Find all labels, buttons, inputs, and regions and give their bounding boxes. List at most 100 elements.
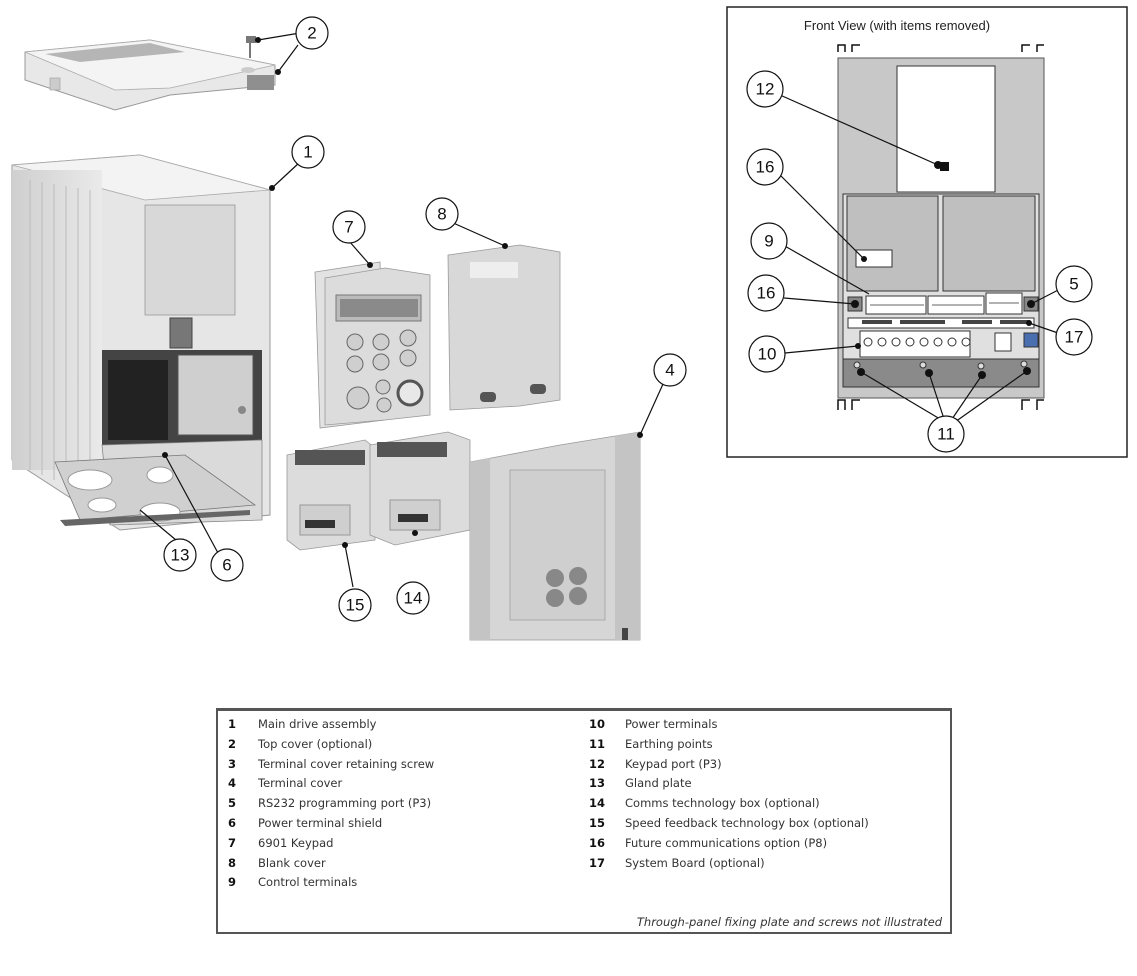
- legend-number: 17: [589, 855, 606, 870]
- callout-5: 5: [1055, 265, 1093, 303]
- callout-17: 17: [1055, 318, 1093, 356]
- terminal-cover: [469, 431, 641, 641]
- legend-label: Gland plate: [625, 776, 692, 791]
- legend-label: Main drive assembly: [258, 717, 377, 731]
- mounting-tabs: [837, 44, 1044, 410]
- legend-label: Power terminals: [625, 717, 718, 731]
- svg-text:16: 16: [757, 284, 776, 303]
- legend-item: 16 Future communications option (P8): [589, 834, 949, 854]
- svg-text:12: 12: [756, 80, 775, 99]
- svg-text:11: 11: [937, 425, 955, 444]
- legend-item: 17 System Board (optional): [589, 854, 949, 874]
- callout-2: 2: [295, 16, 329, 50]
- callout-16-upper: 16: [746, 148, 784, 186]
- legend-label: Earthing points: [625, 736, 713, 751]
- legend-item: 13 Gland plate: [589, 774, 949, 794]
- legend-number: 8: [228, 855, 237, 870]
- legend-item: 5 RS232 programming port (P3): [228, 794, 568, 814]
- legend-number: 10: [589, 717, 606, 731]
- comms-technology-box: [369, 431, 471, 546]
- legend-label: RS232 programming port (P3): [258, 796, 432, 811]
- legend-number: 4: [228, 776, 237, 791]
- legend-label: Blank cover: [258, 855, 326, 870]
- legend-number: 15: [589, 815, 606, 830]
- legend-number: 11: [589, 736, 606, 751]
- legend-label: Terminal cover retaining screw: [258, 756, 435, 771]
- svg-text:9: 9: [764, 232, 773, 251]
- legend-number: 9: [228, 875, 237, 890]
- gland-plate: [54, 454, 257, 526]
- speed-feedback-technology-box: [286, 439, 376, 551]
- legend-item: 6 Power terminal shield: [228, 814, 568, 834]
- legend-label: Future communications option (P8): [625, 835, 828, 850]
- blank-cover: [447, 244, 561, 411]
- legend-right-column: 10 Power terminals 11 Earthing points 12 Ke…: [589, 715, 949, 873]
- legend-item: 1 Main drive assembly: [228, 715, 568, 735]
- top-cover: [24, 39, 276, 111]
- legend-number: 3: [228, 756, 237, 771]
- main-drive-assembly: [11, 154, 271, 531]
- callout-11: 11: [927, 415, 965, 453]
- legend-label: Comms technology box (optional): [625, 796, 820, 811]
- front-view-panel: Front View (with items removed): [726, 6, 1128, 458]
- svg-text:10: 10: [758, 345, 777, 364]
- callout-9: 9: [750, 222, 788, 260]
- callout-14: 14: [396, 581, 430, 615]
- retaining-screw: [246, 36, 256, 58]
- callout-7: 7: [332, 210, 366, 244]
- legend-item: 15 Speed feedback technology box (optiona…: [589, 814, 949, 834]
- svg-text:4: 4: [665, 361, 674, 380]
- callout-4: 4: [653, 353, 687, 387]
- legend-item: 4 Terminal cover: [228, 774, 568, 794]
- legend-number: 7: [228, 835, 237, 850]
- legend-label: 6901 Keypad: [258, 835, 334, 850]
- svg-text:5: 5: [1069, 275, 1078, 294]
- callout-13: 13: [163, 538, 197, 572]
- callout-1: 1: [291, 135, 325, 169]
- parts-legend: 1 Main drive assembly 2 Top cover (optiona…: [216, 708, 952, 934]
- legend-left-column: 1 Main drive assembly 2 Top cover (optiona…: [228, 715, 568, 893]
- legend-number: 6: [228, 815, 237, 830]
- callout-12: 12: [746, 70, 784, 108]
- svg-text:16: 16: [756, 158, 775, 177]
- legend-label: Speed feedback technology box (optional): [625, 815, 869, 830]
- legend-label: System Board (optional): [625, 855, 765, 870]
- legend-number: 1: [228, 717, 237, 731]
- legend-number: 14: [589, 796, 606, 811]
- legend-item: 3 Terminal cover retaining screw: [228, 755, 568, 775]
- legend-number: 5: [228, 796, 237, 811]
- svg-text:6: 6: [222, 556, 231, 575]
- callout-6: 6: [210, 548, 244, 582]
- callout-10: 10: [748, 335, 786, 373]
- svg-text:1: 1: [303, 143, 312, 162]
- legend-footnote: Through-panel fixing plate and screws no…: [636, 915, 942, 929]
- legend-label: Keypad port (P3): [625, 756, 722, 771]
- front-view-title: Front View (with items removed): [804, 18, 990, 33]
- legend-label: Control terminals: [258, 875, 358, 890]
- legend-item: 12 Keypad port (P3): [589, 755, 949, 775]
- legend-item: 9 Control terminals: [228, 873, 568, 893]
- legend-label: Power terminal shield: [258, 815, 383, 830]
- legend-item: 14 Comms technology box (optional): [589, 794, 949, 814]
- legend-item: 2 Top cover (optional): [228, 735, 568, 755]
- callout-8: 8: [425, 197, 459, 231]
- legend-number: 12: [589, 756, 606, 771]
- legend-item: 11 Earthing points: [589, 735, 949, 755]
- legend-item: 7 6901 Keypad: [228, 834, 568, 854]
- svg-text:15: 15: [346, 596, 365, 615]
- svg-text:8: 8: [437, 205, 446, 224]
- legend-label: Top cover (optional): [258, 736, 373, 751]
- exploded-view-diagram: 2 1 7 8 4 6 13 15 14 Front View (with it…: [11, 6, 1128, 641]
- callout-15: 15: [338, 588, 372, 622]
- callout-16-lower: 16: [747, 274, 785, 312]
- legend-item: 10 Power terminals: [589, 715, 949, 735]
- leader-dots: [162, 37, 643, 548]
- keypad-6901: [314, 261, 431, 429]
- legend-number: 2: [228, 736, 237, 751]
- legend-number: 16: [589, 835, 606, 850]
- svg-text:13: 13: [171, 546, 190, 565]
- legend-label: Terminal cover: [258, 776, 343, 791]
- svg-text:17: 17: [1065, 328, 1084, 347]
- legend-item: 8 Blank cover: [228, 854, 568, 874]
- legend-number: 13: [589, 776, 606, 791]
